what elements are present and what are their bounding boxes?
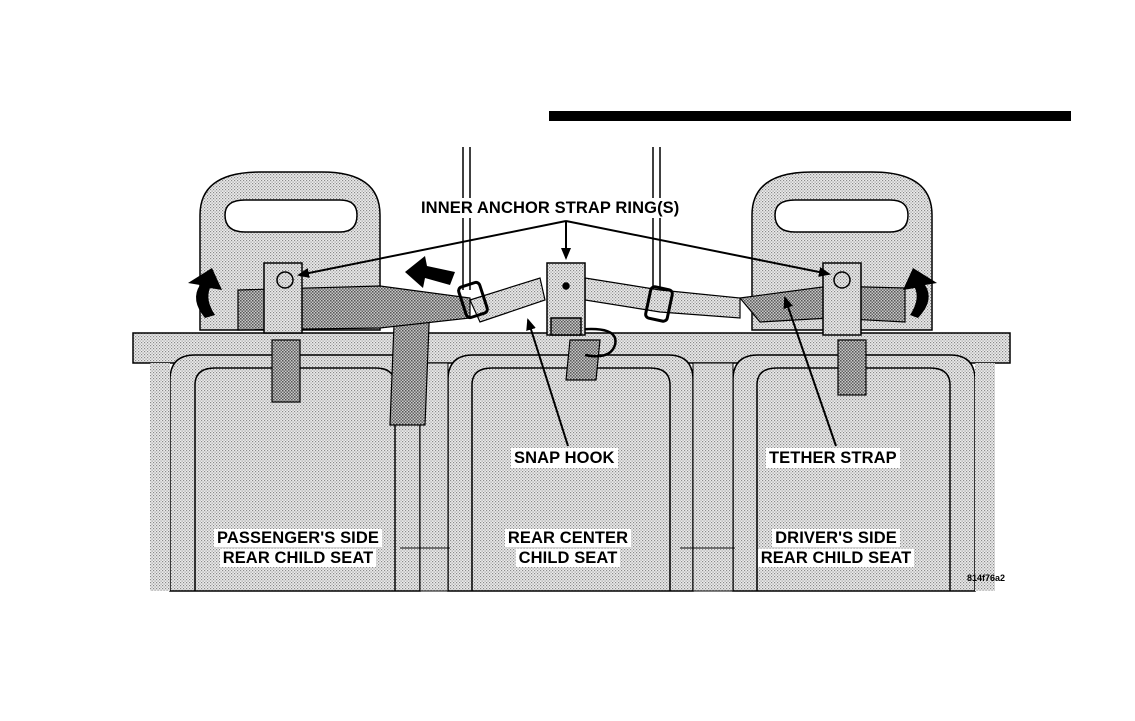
center-seat-line1: REAR CENTER (505, 529, 631, 547)
label-center-seat: REAR CENTER CHILD SEAT (473, 528, 663, 568)
label-tether-strap: TETHER STRAP (766, 448, 900, 468)
header-rule (549, 111, 1071, 121)
label-driver-seat: DRIVER'S SIDE REAR CHILD SEAT (741, 528, 931, 568)
driver-seat-line1: DRIVER'S SIDE (772, 529, 900, 547)
driver-seat-line2: REAR CHILD SEAT (758, 549, 915, 567)
passenger-seat-line1: PASSENGER'S SIDE (214, 529, 382, 547)
figure-code: 814f76a2 (967, 573, 1005, 583)
label-inner-anchor: INNER ANCHOR STRAP RING(S) (418, 198, 682, 218)
label-snap-hook: SNAP HOOK (511, 448, 618, 468)
label-passenger-seat: PASSENGER'S SIDE REAR CHILD SEAT (203, 528, 393, 568)
passenger-seat-line2: REAR CHILD SEAT (220, 549, 377, 567)
center-seat-line2: CHILD SEAT (516, 549, 621, 567)
